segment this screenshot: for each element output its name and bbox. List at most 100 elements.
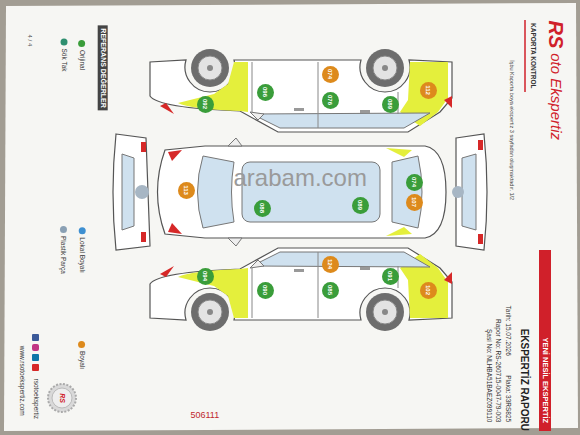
rim bbox=[373, 56, 397, 80]
tyre bbox=[366, 49, 404, 87]
youtube-icon bbox=[32, 364, 39, 371]
section-heading: KAPORTA KONTROL bbox=[529, 23, 536, 88]
brand-name: oto Ekspertiz bbox=[547, 53, 564, 140]
seal bbox=[48, 384, 76, 412]
side-mirror bbox=[228, 238, 242, 246]
page-number: 4 / 4 bbox=[26, 34, 33, 46]
door-handle bbox=[294, 108, 304, 111]
measurement-circle: 094 bbox=[197, 268, 214, 285]
car-front-view bbox=[113, 134, 150, 250]
band-text: YENİ NESİL EKSPERTİZ bbox=[541, 337, 550, 423]
instagram-icon bbox=[32, 344, 39, 351]
thickness-value: 113 bbox=[183, 185, 189, 195]
serial-number: 506111 bbox=[191, 410, 220, 420]
report-date: Tarih: 15.07.2026 bbox=[504, 305, 511, 355]
report-title: EKSPERTİZ RAPORU bbox=[518, 329, 530, 431]
hub bbox=[207, 65, 213, 71]
measurement-circle: 090 bbox=[257, 282, 274, 299]
measurement-circle: 102 bbox=[420, 282, 437, 299]
thickness-value: 102 bbox=[425, 285, 431, 295]
thickness-value: 085 bbox=[327, 285, 333, 295]
measurement-circle: 092 bbox=[197, 96, 214, 113]
legend-swatch bbox=[60, 226, 67, 233]
red-band bbox=[539, 250, 551, 431]
windshield bbox=[198, 156, 235, 228]
legend-swatch bbox=[78, 341, 85, 348]
thickness-value: 096 bbox=[262, 87, 268, 97]
painted-strip bbox=[386, 148, 412, 157]
car-side-view bbox=[150, 49, 452, 132]
paper-sheet bbox=[4, 3, 578, 431]
legend-swatch bbox=[78, 227, 85, 234]
measurement-circle: 124 bbox=[322, 256, 339, 273]
car-body-top bbox=[158, 146, 447, 238]
legend-text: Plastik Parça bbox=[60, 236, 67, 274]
thickness-value: 090 bbox=[262, 285, 268, 295]
thickness-value: 076 bbox=[327, 95, 333, 105]
seal-rosette bbox=[48, 384, 76, 412]
measurement-circle: 107 bbox=[406, 194, 423, 211]
legend-item: Orijinal bbox=[78, 40, 86, 70]
chassis-number: Şasi No: NLHBA51BAEZ099110 bbox=[486, 329, 493, 422]
measurement-circle: 089 bbox=[352, 197, 369, 214]
car-top-view bbox=[158, 138, 447, 246]
thickness-value: 089 bbox=[357, 200, 363, 210]
rear-glass bbox=[462, 154, 476, 230]
headlight-mark bbox=[168, 223, 182, 234]
door-line bbox=[252, 62, 253, 114]
legend-swatch bbox=[78, 40, 85, 47]
car-side-view-mirrored bbox=[150, 248, 452, 331]
seal-inner bbox=[52, 388, 72, 408]
thickness-value: 089 bbox=[387, 99, 393, 109]
social-handle: rsotoekspertiz bbox=[33, 378, 40, 418]
tyre bbox=[191, 49, 229, 87]
side-mirror bbox=[228, 138, 242, 146]
door-line bbox=[318, 62, 319, 128]
measurement-circle: 074 bbox=[406, 174, 423, 191]
car-rear-view bbox=[452, 134, 487, 250]
thickness-value: 074 bbox=[411, 177, 417, 187]
facebook-icon bbox=[32, 334, 39, 341]
website: www.rsotoekspertiz.com bbox=[18, 345, 25, 415]
painted-strip bbox=[386, 227, 412, 236]
measurement-circle: 091 bbox=[382, 268, 399, 285]
measurement-circle: 089 bbox=[382, 96, 399, 113]
thickness-value: 091 bbox=[387, 271, 393, 281]
plastic-part-dot bbox=[135, 185, 149, 199]
legend-item: Lokal Boyalı bbox=[78, 227, 86, 272]
rim bbox=[198, 56, 222, 80]
front-glass bbox=[122, 154, 134, 230]
thickness-value: 074 bbox=[327, 69, 333, 79]
plate-number: Plaka: 33RS825 bbox=[504, 375, 511, 422]
measurement-circle: 113 bbox=[178, 182, 195, 199]
legend-item: Plastik Parça bbox=[60, 226, 68, 274]
measurement-circle: 076 bbox=[322, 92, 339, 109]
door-handle bbox=[360, 110, 370, 113]
measurement-circle: 088 bbox=[254, 200, 271, 217]
watermark: arabam.com bbox=[234, 164, 367, 192]
measurement-circle: 085 bbox=[322, 282, 339, 299]
headlight bbox=[141, 142, 146, 152]
note: İşbu Kaporta boya ekspertiz 3 sayfadan o… bbox=[509, 60, 515, 200]
social-icons bbox=[32, 334, 39, 371]
legend-text: Lokal Boyalı bbox=[79, 237, 86, 272]
legend-text: Sök Tak bbox=[60, 49, 67, 72]
measurement-circle: 096 bbox=[257, 84, 274, 101]
side-windows bbox=[252, 113, 430, 128]
legend-text: Boyalı bbox=[79, 351, 86, 369]
headlight bbox=[141, 232, 146, 242]
thickness-value: 107 bbox=[411, 197, 417, 207]
measurement-circle: 074 bbox=[322, 66, 339, 83]
legend-heading: REFERANS DEĞERLER bbox=[97, 25, 107, 110]
side-mirror bbox=[250, 112, 264, 120]
header-rule bbox=[524, 20, 526, 92]
thickness-value: 092 bbox=[202, 99, 208, 109]
thickness-value: 124 bbox=[327, 259, 333, 269]
front-outline bbox=[113, 134, 150, 250]
headlight-mark bbox=[160, 103, 174, 114]
thickness-value: 112 bbox=[425, 85, 431, 95]
taillight-mark bbox=[444, 96, 452, 108]
legend-item: Boyalı bbox=[78, 341, 86, 369]
measurement-circle: 112 bbox=[420, 82, 437, 99]
